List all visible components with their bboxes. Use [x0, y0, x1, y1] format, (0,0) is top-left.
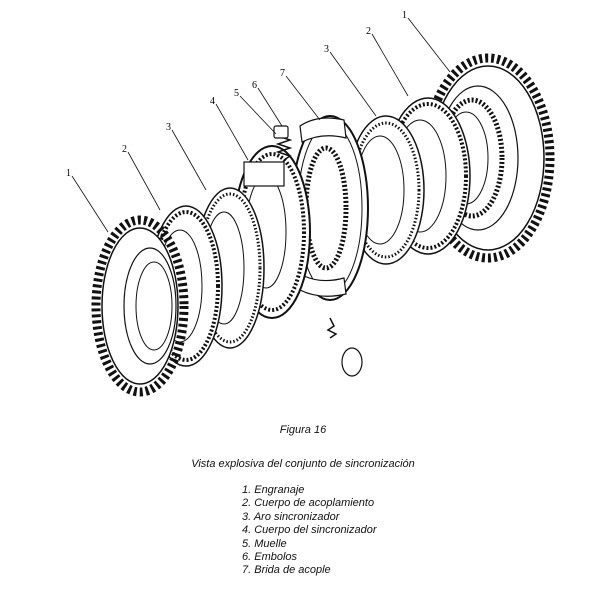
- legend-item: 3. Aro sincronizador: [242, 510, 340, 523]
- callout-1-left: 1: [66, 168, 71, 179]
- parts-legend: 1. Engranaje 2. Cuerpo de acoplamiento 3…: [242, 484, 377, 578]
- gear-left: [91, 215, 189, 397]
- callout-6: 6: [252, 80, 257, 91]
- callout-3-left: 3: [166, 122, 171, 133]
- callout-3-right: 3: [324, 44, 329, 55]
- legend-item: 4. Cuerpo del sincronizador: [242, 524, 377, 537]
- exploded-view-drawing: 1 2 3 4 5 6 7 3 2 1: [66, 10, 555, 397]
- leader-lines: [71, 17, 451, 233]
- legend-item: 1. Engranaje: [242, 484, 305, 496]
- legend-item: 5. Muelle: [242, 537, 287, 550]
- callout-2-right: 2: [366, 26, 371, 37]
- legend-item: 2. Cuerpo de acoplamiento: [242, 497, 375, 510]
- legend-item: 6. Embolos: [242, 551, 298, 564]
- legend-item: 7. Brida de acople: [242, 564, 331, 577]
- callout-7: 7: [280, 68, 285, 79]
- figure-subtitle: Vista explosiva del conjunto de sincroni…: [191, 458, 415, 470]
- plunger: [273, 125, 363, 377]
- figure-caption: Figura 16: [279, 424, 327, 436]
- callout-4: 4: [210, 96, 215, 107]
- callout-5: 5: [234, 88, 239, 99]
- callout-1-right: 1: [402, 10, 407, 21]
- callout-2-left: 2: [122, 144, 127, 155]
